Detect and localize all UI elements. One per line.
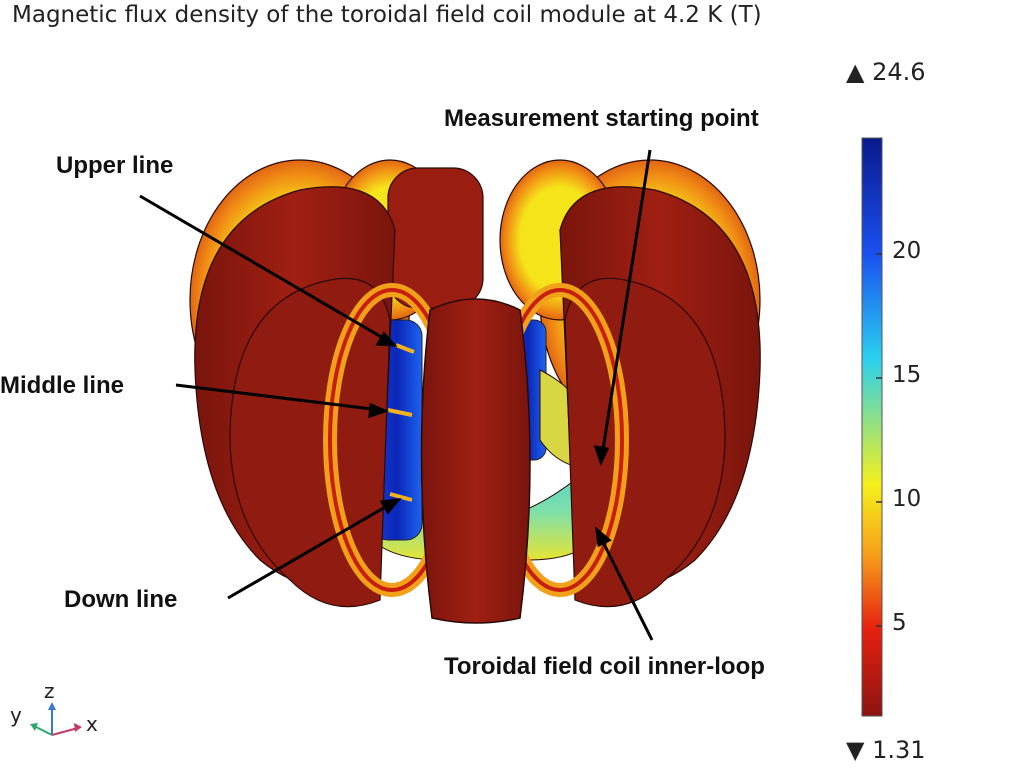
measurement-lines: [387, 343, 415, 502]
y-axis-arrow: [33, 725, 53, 736]
upper-measure-line: [395, 343, 415, 354]
colorbar: [861, 137, 883, 717]
x-axis-arrow: [51, 727, 79, 736]
arrow-down-line: [227, 500, 395, 600]
front-center-coil: [420, 298, 531, 624]
arrowhead-middle: [368, 402, 390, 419]
max-triangle-icon: ▲: [846, 58, 865, 86]
label-measurement-start: Measurement starting point: [444, 105, 759, 132]
label-inner-loop: Toroidal field coil inner-loop: [444, 653, 765, 680]
colorbar-max-value: 24.6: [872, 58, 926, 86]
colorbar-min-value: 1.31: [872, 736, 926, 764]
colorbar-ticks: [876, 253, 882, 627]
arrowhead-down: [379, 498, 402, 515]
arrowhead-inner-loop: [595, 526, 612, 548]
axis-triad: [30, 702, 82, 736]
coil-left: [229, 277, 391, 608]
colorbar-tick-20: 20: [892, 238, 922, 264]
arrow-upper-line: [139, 194, 391, 344]
arrow-measure-start: [600, 149, 652, 457]
colorbar-tick-15: 15: [892, 362, 922, 388]
label-middle-line: Middle line: [0, 372, 125, 399]
colorbar-tick-10: 10: [892, 486, 922, 512]
middle-measure-line: [387, 408, 413, 417]
min-triangle-icon: ▼: [846, 736, 865, 764]
colorbar-min: ▼ 1.31: [846, 736, 926, 764]
label-upper-line: Upper line: [56, 152, 174, 179]
arrowhead-upper: [375, 331, 398, 347]
axis-label-y: y: [10, 703, 22, 727]
axis-label-z: z: [44, 679, 55, 703]
axis-label-x: x: [86, 712, 98, 736]
colorbar-max: ▲ 24.6: [846, 58, 926, 86]
label-down-line: Down line: [64, 586, 178, 613]
arrowhead-measure-start: [593, 445, 610, 467]
down-measure-line: [389, 492, 413, 502]
arrow-middle-line: [175, 383, 381, 412]
figure-title: Magnetic flux density of the toroidal fi…: [12, 2, 762, 28]
colorbar-tick-5: 5: [892, 610, 907, 636]
arrow-inner-loop: [598, 535, 654, 641]
annotation-arrows: [139, 149, 654, 641]
